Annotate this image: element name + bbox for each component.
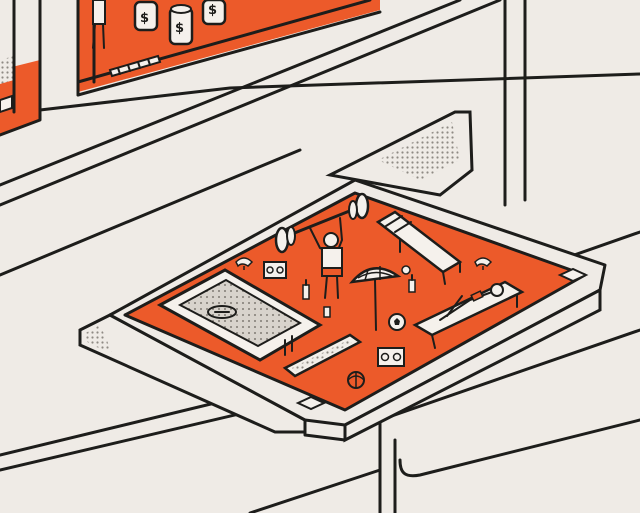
coin-jar: $ <box>201 0 227 26</box>
coin-jars: $ $ $ <box>133 0 227 46</box>
bird <box>235 257 254 270</box>
beach-umbrella <box>348 266 402 331</box>
shelf-drawer <box>78 110 607 443</box>
bottle <box>323 306 331 318</box>
bottle <box>302 279 310 300</box>
left-compartment <box>0 0 42 137</box>
coin-symbol: $ <box>140 11 149 26</box>
coin-symbol: $ <box>208 3 217 18</box>
coin-jar: $ <box>133 0 159 32</box>
sunbather <box>412 280 525 349</box>
sun-lounger <box>375 210 463 285</box>
radio <box>377 347 405 367</box>
bird <box>474 257 493 270</box>
barbell <box>274 192 370 254</box>
coin-symbol: $ <box>175 21 184 36</box>
screw-hole <box>557 267 589 283</box>
weightlifter <box>274 192 370 299</box>
coin-stack <box>108 54 162 78</box>
ball-small <box>401 265 411 275</box>
coin-jar: $ <box>168 4 194 46</box>
radio <box>263 261 287 279</box>
standing-figure <box>92 0 106 49</box>
beach-ball <box>347 371 365 389</box>
bottle <box>408 274 416 293</box>
soccer-ball <box>388 313 406 331</box>
swimming-pool <box>156 268 363 378</box>
screw-hole <box>295 395 327 411</box>
